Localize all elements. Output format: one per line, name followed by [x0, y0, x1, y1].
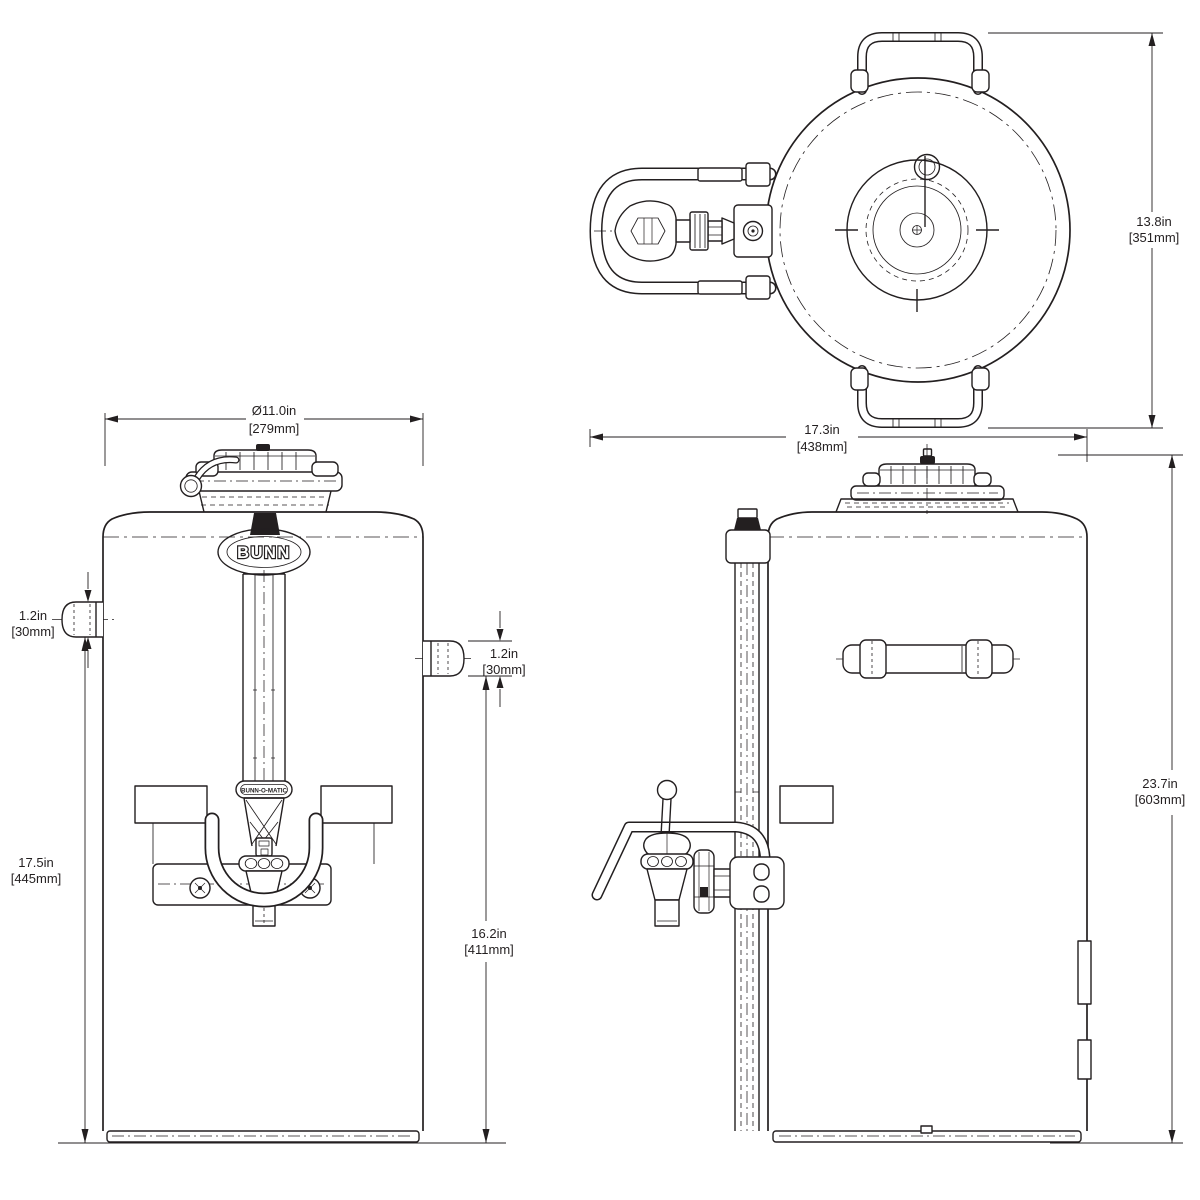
dim-right-spout-mm: [30mm] — [482, 662, 525, 677]
top-view-rear-handle — [850, 32, 990, 95]
dim-spout-to-base-mm: [411mm] — [464, 942, 514, 957]
dim-left-spout-in: 1.2in — [19, 608, 47, 623]
side-spout-tip — [654, 899, 680, 927]
faucet-shank-nut — [693, 849, 715, 914]
side-lid-vent-knob — [920, 456, 935, 464]
dimension-spout-to-base: 16.2in [411mm] — [464, 676, 514, 1143]
side-spout-taper — [646, 868, 688, 901]
bunn-o-matic-text: BUNN-O-MATIC — [241, 788, 287, 795]
side-bracket-plate — [779, 785, 834, 824]
dim-top-depth-mm: [351mm] — [1129, 230, 1180, 245]
top-view-lid — [835, 153, 999, 312]
front-lid-clip-ring — [179, 456, 240, 498]
side-lid — [835, 444, 1019, 514]
dim-front-diameter-mm: [279mm] — [249, 421, 300, 436]
faucet-lever-ball — [656, 779, 678, 801]
dimension-front-diameter: Ø11.0in [279mm] — [104, 403, 424, 466]
dim-left-spout-mm: [30mm] — [11, 624, 54, 639]
top-view: 13.8in [351mm] — [589, 32, 1180, 429]
dim-spout-to-base-in: 16.2in — [471, 926, 506, 941]
side-handle — [836, 639, 1020, 679]
faucet-handle-knob — [614, 200, 677, 262]
side-latch-tab-lower — [1077, 1039, 1092, 1080]
gauge-top-cap — [250, 513, 280, 535]
front-right-spout — [415, 640, 474, 677]
dimension-left-spout: 1.2in [30mm] — [11, 572, 92, 668]
dimension-side-width: 17.3in [438mm] — [589, 422, 1088, 462]
dim-top-depth-in: 13.8in — [1136, 214, 1171, 229]
screw-left — [189, 877, 211, 899]
dim-overall-height-in: 23.7in — [1142, 776, 1177, 791]
dim-side-width-mm: [438mm] — [797, 439, 848, 454]
side-base-notch — [920, 1125, 933, 1134]
dimension-right-spout: 1.2in [30mm] — [468, 611, 526, 707]
front-left-bracket — [134, 785, 208, 824]
faucet-lever-shaft — [660, 798, 672, 837]
side-sight-tube — [725, 508, 771, 1131]
front-body-outline — [102, 511, 424, 1131]
front-faucet-guard — [204, 812, 324, 908]
lid-pull-ring — [913, 153, 941, 227]
side-faucet — [591, 779, 785, 927]
side-latch-tab-upper — [1077, 940, 1092, 1005]
dimension-front-height: 17.5in [445mm] — [11, 637, 89, 1143]
side-lid-vent-stem — [922, 448, 933, 457]
dim-front-height-in: 17.5in — [18, 855, 53, 870]
dimension-top-depth: 13.8in [351mm] — [988, 32, 1180, 429]
front-view: BUNN BUNN-O-MATIC — [11, 403, 526, 1144]
tube-elbow — [725, 529, 771, 564]
side-body-outline — [767, 511, 1088, 1131]
dim-side-width-in: 17.3in — [804, 422, 839, 437]
top-view-front-handle — [850, 365, 990, 428]
front-left-spout — [52, 601, 114, 638]
front-base — [106, 1130, 420, 1143]
front-right-bracket — [320, 785, 393, 824]
top-view-faucet — [614, 162, 773, 300]
top-view-inner-rim-centerline — [779, 91, 1057, 369]
dim-right-spout-in: 1.2in — [490, 646, 518, 661]
front-lid-vent-knob — [256, 444, 270, 451]
bunn-logo-text: BUNN — [237, 544, 291, 562]
dim-overall-height-mm: [603mm] — [1135, 792, 1186, 807]
dim-front-height-mm: [445mm] — [11, 871, 62, 886]
side-view: 17.3in [438mm] 23.7in [603mm] — [589, 422, 1186, 1144]
bunn-o-matic-band: BUNN-O-MATIC — [235, 780, 293, 799]
tube-cap — [734, 518, 761, 530]
dim-front-diameter-in: Ø11.0in — [252, 403, 297, 418]
dimension-overall-height: 23.7in [603mm] — [1058, 454, 1186, 1144]
faucet-mount-bracket — [729, 856, 785, 910]
front-lid — [179, 444, 343, 513]
